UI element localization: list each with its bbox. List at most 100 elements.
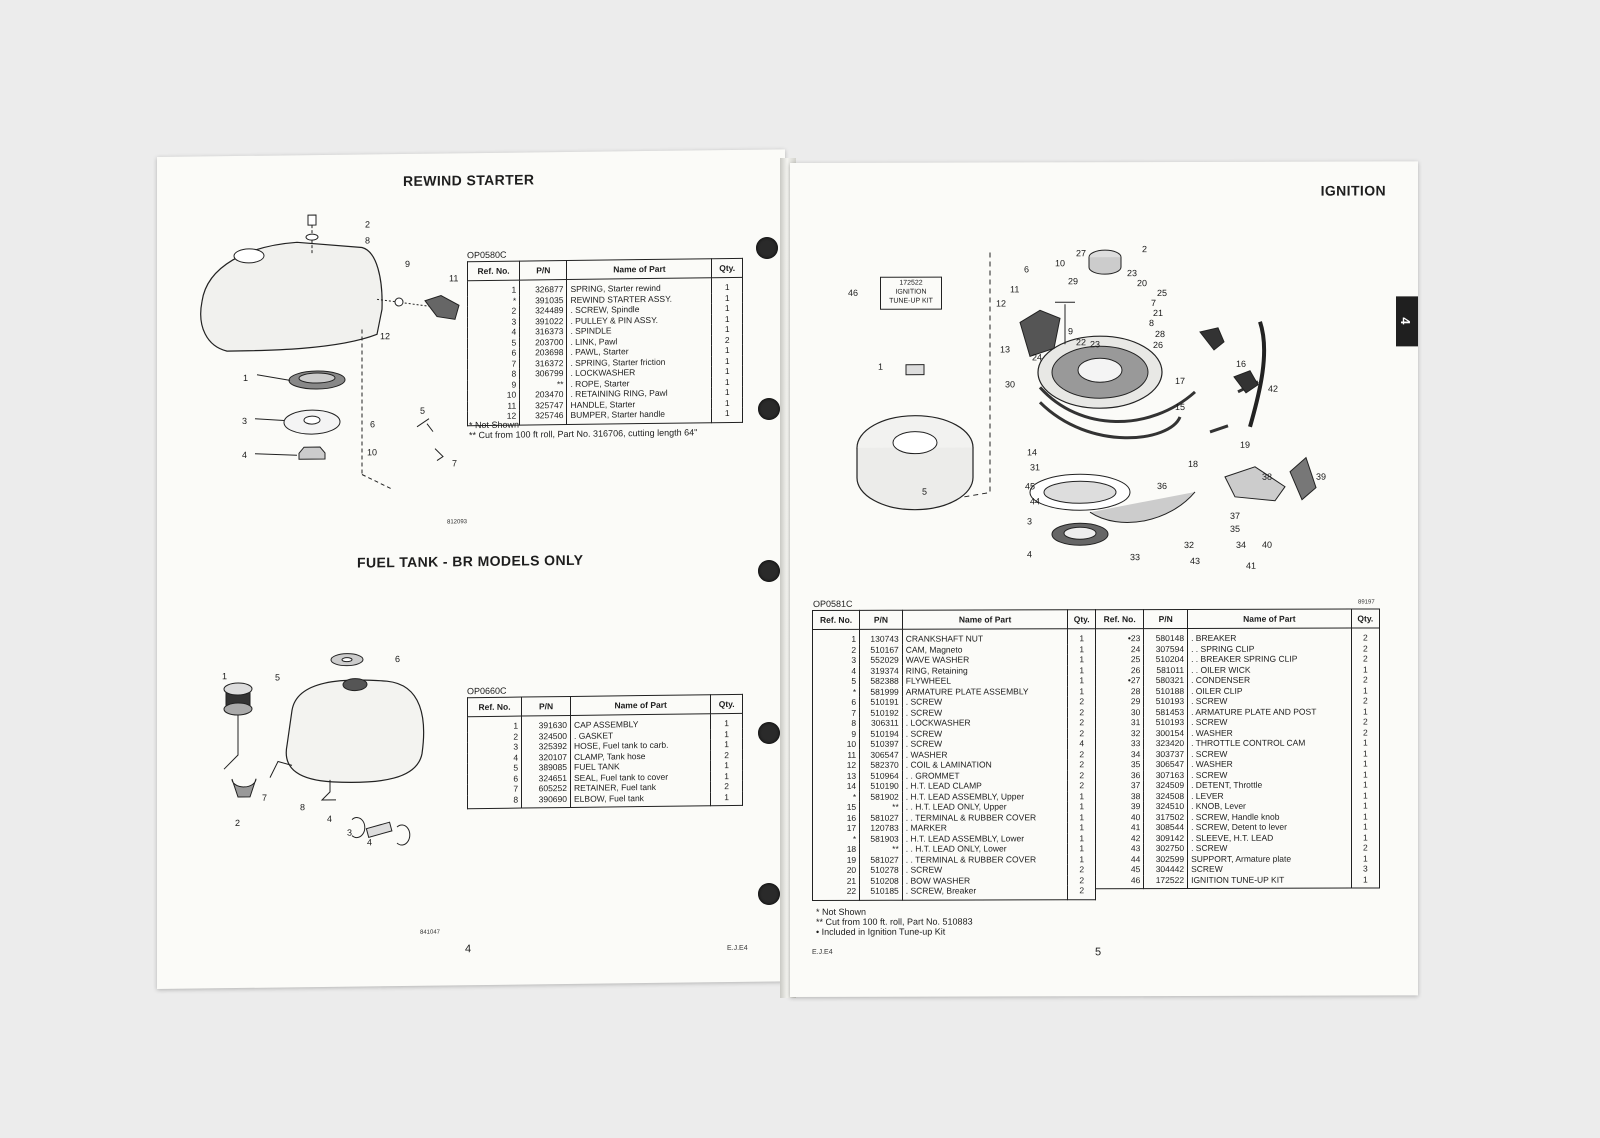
callout-number: 29 <box>1068 276 1078 286</box>
part-number: 582388 <box>859 675 903 687</box>
ref-no: 29 <box>1095 696 1144 707</box>
callout-number: 36 <box>1157 481 1167 491</box>
quantity: 1 <box>1067 811 1096 823</box>
part-name: . COIL & LAMINATION <box>902 759 1068 771</box>
quantity: 4 <box>1067 738 1096 749</box>
rewind-callout-12: 12 <box>380 331 390 341</box>
fuel-callout-3: 3 <box>347 828 352 838</box>
ref-no: 12 <box>812 759 860 771</box>
rewind-starter-title: REWIND STARTER <box>403 171 535 189</box>
part-number: 307163 <box>1143 769 1188 781</box>
ref-no: 24 <box>1095 643 1144 655</box>
ref-no: * <box>812 686 860 697</box>
quantity: 2 <box>1351 653 1380 665</box>
callout-number: 22 <box>1076 337 1086 347</box>
ref-no: 3 <box>467 316 520 328</box>
quantity: 1 <box>711 386 743 398</box>
part-number: 302750 <box>1143 842 1188 854</box>
part-number: 510194 <box>859 728 903 739</box>
callout-number: 12 <box>996 298 1006 308</box>
ref-no: 25 <box>1095 654 1144 665</box>
ref-no: 28 <box>1095 685 1144 697</box>
ref-no: 3 <box>812 654 860 666</box>
part-number: 581902 <box>859 791 903 802</box>
part-number: ** <box>859 843 903 855</box>
callout-number: 28 <box>1155 329 1165 339</box>
part-number: 317502 <box>1143 811 1188 823</box>
ref-no: 18 <box>812 843 860 855</box>
ref-no: •23 <box>1095 628 1144 644</box>
part-number: 552029 <box>859 654 903 666</box>
quantity: 2 <box>711 334 743 346</box>
rewind-callout-5: 5 <box>420 406 425 416</box>
quantity: 1 <box>711 355 743 367</box>
ref-no: 14 <box>812 780 860 792</box>
ref-no: 45 <box>1095 864 1144 875</box>
part-name: . BREAKER <box>1187 628 1352 644</box>
ref-no: 39 <box>1095 801 1144 812</box>
rewind-starter-diagram: 2 8 9 11 12 1 3 5 6 4 10 7 <box>200 214 460 490</box>
part-number: ** <box>859 801 903 813</box>
ref-no: 26 <box>1095 664 1144 676</box>
ref-no: 44 <box>1095 853 1144 865</box>
part-name: . . H.T. LEAD ONLY, Lower <box>902 843 1068 855</box>
ref-no: 15 <box>812 801 860 813</box>
ref-no: 17 <box>812 822 860 834</box>
quantity: 2 <box>1067 885 1096 900</box>
rewind-notes: * Not Shown ** Cut from 100 ft roll, Par… <box>469 419 698 441</box>
part-name: . ARMATURE PLATE AND POST <box>1187 706 1352 717</box>
part-number: 580148 <box>1143 628 1188 644</box>
part-number: 326877 <box>519 279 567 296</box>
quantity: 2 <box>1351 726 1380 738</box>
callout-number: 19 <box>1240 440 1250 450</box>
callout-number: 11 <box>1010 284 1019 294</box>
fuel-callout-6: 6 <box>395 654 400 664</box>
quantity: 1 <box>1067 801 1096 812</box>
ref-no: 5 <box>812 675 860 687</box>
part-number: 389085 <box>521 761 571 774</box>
ref-no: 43 <box>1095 843 1144 854</box>
quantity: 1 <box>1351 747 1380 759</box>
binder-hole <box>758 722 780 744</box>
quantity: 1 <box>1351 768 1380 780</box>
part-number: 306311 <box>859 717 903 729</box>
part-name: . . OILER WICK <box>1187 664 1352 675</box>
part-name: . LEVER <box>1187 790 1352 801</box>
quantity: 1 <box>1067 664 1096 676</box>
quantity: 1 <box>710 728 743 740</box>
binder-hole <box>756 237 778 259</box>
part-name: . SCREW <box>1187 842 1352 854</box>
footer-code-left: E.J.E4 <box>727 944 748 953</box>
part-number: 324509 <box>1143 779 1188 791</box>
part-number: 302599 <box>1143 853 1188 865</box>
quantity: 1 <box>1067 832 1096 844</box>
rewind-callout-11: 11 <box>449 273 458 283</box>
part-name: IGNITION TUNE-UP KIT <box>1187 874 1352 889</box>
part-number: 308544 <box>1143 821 1188 833</box>
quantity: 2 <box>1351 642 1380 654</box>
ref-no: 7 <box>467 358 520 370</box>
part-name: . SCREW <box>1187 695 1352 707</box>
col-pn: P/N <box>521 696 571 717</box>
ref-no: 6 <box>467 347 520 359</box>
part-number: 510193 <box>1143 695 1188 707</box>
part-number: 316373 <box>519 325 567 338</box>
col-qty: Qty. <box>710 694 743 714</box>
part-number: 323420 <box>1143 737 1188 749</box>
col-ref: Ref. No. <box>467 697 522 717</box>
